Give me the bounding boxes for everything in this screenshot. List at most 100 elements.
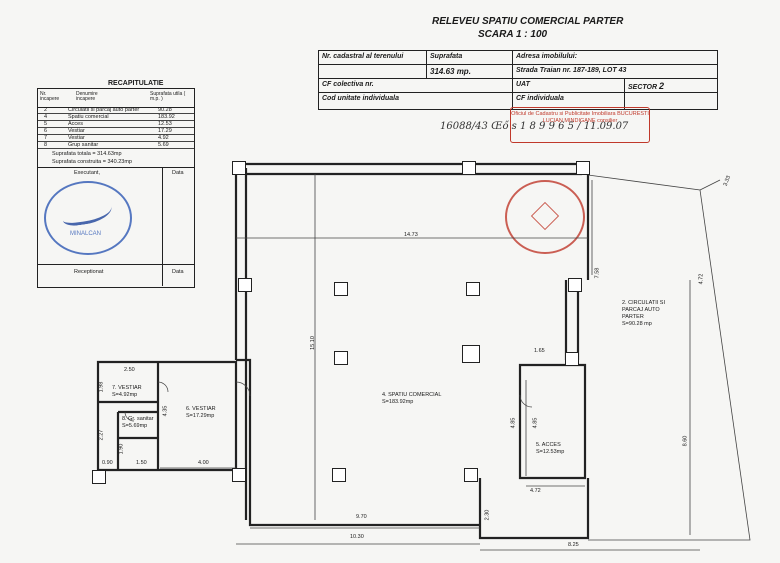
nr-cadastral-value-cell xyxy=(319,65,427,79)
door-arc-1 xyxy=(235,381,251,397)
recap-cell-nr: 6 xyxy=(44,128,48,134)
recap-total-utila: Suprafata totala = 314.63mp xyxy=(52,151,122,157)
recap-cell-nr: 8 xyxy=(44,142,48,148)
recap-vline xyxy=(162,167,163,286)
dim-label: 4.85 xyxy=(510,417,517,429)
column xyxy=(334,282,348,296)
adresa-value-cell: Strada Traian nr. 187-189, LOT 43 xyxy=(513,65,717,79)
column xyxy=(462,161,476,175)
recap-title: RECAPITULATIE xyxy=(108,80,164,87)
dim-label: 15.10 xyxy=(309,336,316,350)
dim-label: 2.27 xyxy=(98,429,105,441)
recap-data-label-2: Data xyxy=(172,269,184,275)
recap-header-nr: Nr. incapere xyxy=(40,91,60,102)
cod-unitate-cell: Cod unitate individuala xyxy=(319,93,513,109)
column xyxy=(238,278,252,292)
wall-left-notch xyxy=(236,358,480,527)
column xyxy=(334,351,348,365)
dim-label: 1.98 xyxy=(98,381,105,393)
door-arc-4 xyxy=(124,411,135,422)
recap-row: 8 Grup sanitar 5.69 xyxy=(38,142,194,149)
column xyxy=(464,468,478,482)
parking-boundary xyxy=(587,174,751,541)
sector-cell: SECTOR 2 xyxy=(625,79,717,93)
door-arc-2 xyxy=(519,394,533,408)
sector-value: 2 xyxy=(659,81,665,91)
cf-individuala-cell: CF individuala xyxy=(513,93,625,109)
recap-header-row: Nr. incapere Denumire incapere Suprafata… xyxy=(38,89,194,108)
adresa-label-cell: Adresa imobilului: xyxy=(513,51,717,65)
door-arc-3 xyxy=(157,381,169,393)
executant-stamp: MINALCAN xyxy=(44,181,132,255)
recap-cell-denumire: Circulatii si parcaj auto parter xyxy=(68,107,140,113)
dim-label: 4.00 xyxy=(198,460,209,466)
column xyxy=(466,282,480,296)
dim-label: 10.30 xyxy=(350,534,364,540)
nr-cadastral-cell: Nr. cadastral al terenului xyxy=(319,51,427,65)
dim-label: 8.25 xyxy=(568,542,579,548)
recap-cell-suprafata: 12.53 xyxy=(158,121,172,127)
recap-cell-denumire: Vestiar xyxy=(68,135,85,141)
recap-divider xyxy=(38,167,194,168)
handwritten-registration: 16088/43 Œő s 1 8 9 9 6 5 / 11.09.07 xyxy=(440,121,629,132)
recap-cell-nr: 5 xyxy=(44,121,48,127)
executant-stamp-text: MINALCAN xyxy=(70,231,102,237)
column xyxy=(332,468,346,482)
dim-label: 2.50 xyxy=(124,367,135,373)
recap-row: 7 Vestiar 4.92 xyxy=(38,135,194,142)
recap-cell-suprafata: 4.92 xyxy=(158,135,169,141)
oficiu-stamp: Oficiul de Cadastru si Publicitate Imobi… xyxy=(510,107,650,143)
recap-total-construita: Suprafata construita = 340.23mp xyxy=(52,159,132,165)
recap-receptionat-label: Receptionat xyxy=(74,269,104,275)
recap-cell-nr: 2 xyxy=(44,107,48,113)
dim-label: 1.90 xyxy=(118,443,125,455)
recap-data-label: Data xyxy=(172,170,184,176)
dim-label: 9.70 xyxy=(356,514,367,520)
suprafata-label-cell: Suprafata xyxy=(427,51,513,65)
recap-cell-denumire: Grup sanitar xyxy=(68,142,99,148)
column xyxy=(232,161,246,175)
property-info-table: Nr. cadastral al terenului Suprafata Adr… xyxy=(318,50,718,110)
right-strip xyxy=(564,280,580,360)
recap-cell-nr: 4 xyxy=(44,114,48,120)
recap-header-suprafata: Suprafata utila ( m.p. ) xyxy=(150,91,186,102)
recap-cell-suprafata: 5.69 xyxy=(158,142,169,148)
cf-colectiva-cell: CF colectiva nr. xyxy=(319,79,513,93)
recap-divider2 xyxy=(38,264,194,265)
dim-label: 4.72 xyxy=(530,488,541,494)
dim-label: 7.58 xyxy=(594,267,601,279)
dim-label: 2.30 xyxy=(484,509,491,521)
recap-cell-suprafata: 17.29 xyxy=(158,128,172,134)
column xyxy=(92,470,106,484)
recap-cell-suprafata: 90.28 xyxy=(158,107,172,113)
recap-row: 2 Circulatii si parcaj auto parter 90.28 xyxy=(38,107,194,114)
suprafata-value-cell: 314.63 mp. xyxy=(427,65,513,79)
dim-line-angled xyxy=(699,179,721,191)
dim-label: 4.72 xyxy=(698,273,705,285)
oficiu-stamp-text: Oficiul de Cadastru si Publicitate Imobi… xyxy=(511,111,649,117)
recap-cell-nr: 7 xyxy=(44,135,48,141)
uat-cell: UAT xyxy=(513,79,625,93)
column xyxy=(568,278,582,292)
recap-table: Nr. incapere Denumire incapere Suprafata… xyxy=(37,88,195,288)
scale-label: SCARA 1 : 100 xyxy=(478,29,548,40)
recap-header-denumire: Denumire incapere xyxy=(76,91,98,102)
column xyxy=(565,352,579,366)
recap-cell-denumire: Spatiu comercial xyxy=(68,114,109,120)
bottom-right xyxy=(478,478,590,540)
acces-room xyxy=(518,363,587,480)
column xyxy=(576,161,590,175)
column xyxy=(232,468,246,482)
dim-label: 4.35 xyxy=(162,405,169,417)
